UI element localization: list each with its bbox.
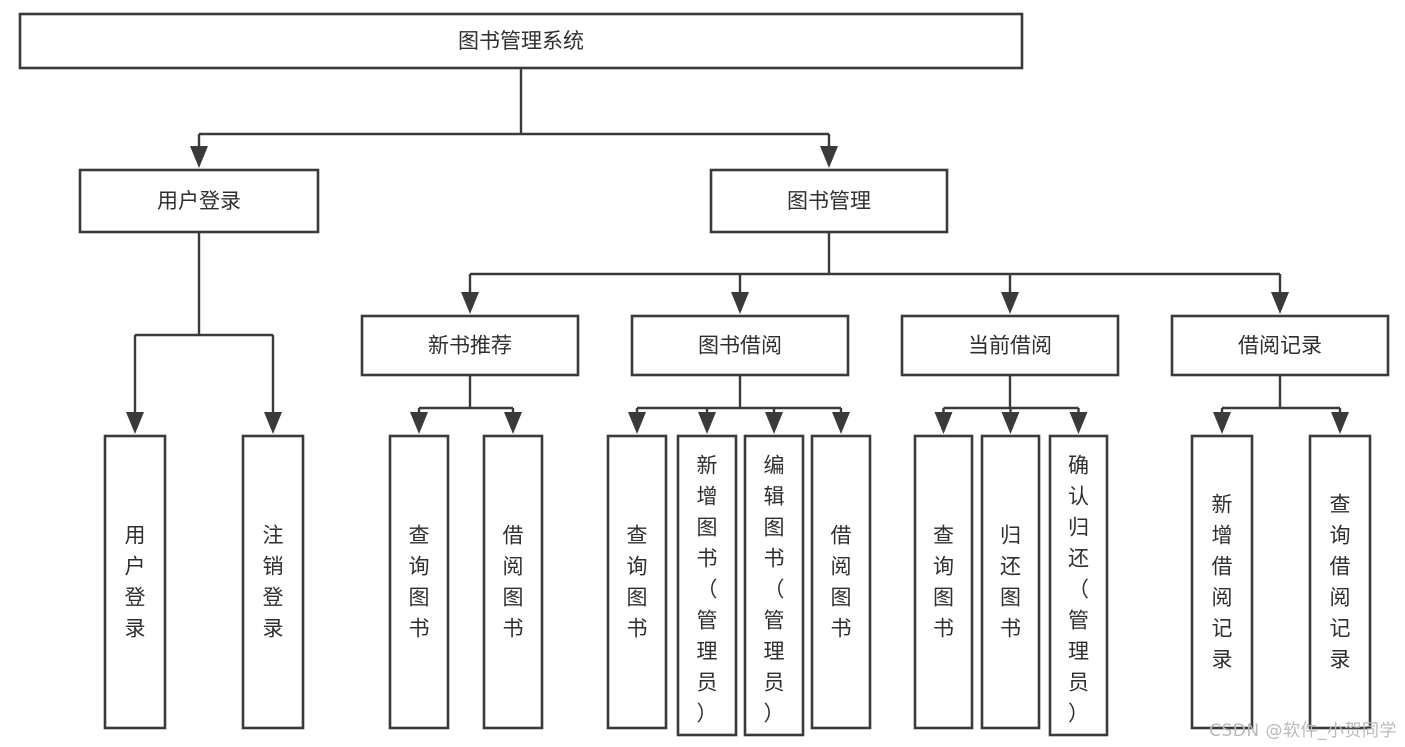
arrow-head-icon-current-borrow [1001,292,1019,314]
node-label-user-logout: 注销登录 [263,523,284,640]
arrow-head-icon-user-logout [264,412,282,434]
node-box-user-login-do [103,434,167,730]
node-add-book-admin[interactable]: 新增图书（管理员） [676,434,738,737]
node-label-current-borrow: 当前借阅 [968,334,1052,358]
node-box-query-book-1 [388,434,450,730]
arrow-head-icon-user-login-do [126,412,144,434]
arrow-head-icon-borrow-book-1 [504,412,522,434]
node-box-current-borrow [900,314,1120,377]
node-box-return-book [980,434,1041,730]
node-box-user-login [78,168,320,234]
node-root[interactable]: 图书管理系统 [18,12,1024,70]
arrow-head-icon-query-book-3 [934,412,953,434]
node-box-edit-book-admin [743,434,805,737]
arrow-head-icon-book-borrow [731,292,749,314]
node-label-query-book-1: 查询图书 [409,523,430,640]
node-borrow-record[interactable]: 借阅记录 [1170,314,1390,377]
arrow-head-icon-return-book [1001,412,1020,434]
node-box-query-book-2 [606,434,668,730]
node-box-book-borrow [630,314,850,377]
arrow-head-icon-query-book-1 [410,412,428,434]
node-user-logout[interactable]: 注销登录 [241,434,305,730]
node-box-root [18,12,1024,70]
arrow-head-icon-borrow-record [1271,292,1289,314]
node-box-query-borrow-record [1308,434,1372,730]
node-user-login-do[interactable]: 用户登录 [103,434,167,730]
arrow-head-icon-new-book-recommend [461,292,479,314]
node-book-manage[interactable]: 图书管理 [709,168,949,234]
node-query-book-2[interactable]: 查询图书 [606,434,668,730]
node-box-query-book-3 [913,434,974,730]
arrow-head-icon-borrow-book-2 [832,412,850,434]
node-book-borrow[interactable]: 图书借阅 [630,314,850,377]
node-query-borrow-record[interactable]: 查询借阅记录 [1308,434,1372,730]
arrow-head-icon-add-book-admin [698,412,716,434]
node-label-return-book: 归还图书 [1000,523,1021,640]
node-label-edit-book-admin: 编辑图书（管理员） [764,453,785,725]
node-new-book-recommend[interactable]: 新书推荐 [360,314,580,377]
node-borrow-book-1[interactable]: 借阅图书 [482,434,544,730]
arrow-head-icon-user-login [190,146,208,168]
node-label-user-login: 用户登录 [157,189,241,213]
node-label-user-login-do: 用户登录 [125,523,146,640]
node-label-query-book-2: 查询图书 [627,523,648,640]
node-label-root: 图书管理系统 [458,29,584,53]
arrow-head-icon-query-borrow-record [1331,412,1349,434]
arrow-head-icon-edit-book-admin [765,412,783,434]
node-box-borrow-book-2 [810,434,872,730]
node-box-add-book-admin [676,434,738,737]
node-box-new-book-recommend [360,314,580,377]
node-borrow-book-2[interactable]: 借阅图书 [810,434,872,730]
node-label-add-borrow-record: 新增借阅记录 [1212,492,1233,671]
node-user-login[interactable]: 用户登录 [78,168,320,234]
node-query-book-1[interactable]: 查询图书 [388,434,450,730]
node-box-confirm-return-admin [1048,434,1109,737]
node-box-add-borrow-record [1190,434,1254,730]
node-label-confirm-return-admin: 确认归还（管理员） [1068,453,1089,725]
arrow-head-icon-confirm-return-admin [1069,412,1088,434]
node-add-borrow-record[interactable]: 新增借阅记录 [1190,434,1254,730]
arrow-head-icon-add-borrow-record [1213,412,1231,434]
node-label-new-book-recommend: 新书推荐 [428,334,512,358]
node-label-query-book-3: 查询图书 [933,523,954,640]
node-return-book[interactable]: 归还图书 [980,434,1041,730]
node-label-book-manage: 图书管理 [787,189,871,213]
node-current-borrow[interactable]: 当前借阅 [900,314,1120,377]
node-query-book-3[interactable]: 查询图书 [913,434,974,730]
node-label-query-borrow-record: 查询借阅记录 [1330,492,1351,671]
node-confirm-return-admin[interactable]: 确认归还（管理员） [1048,434,1109,737]
node-box-user-logout [241,434,305,730]
node-box-borrow-book-1 [482,434,544,730]
node-label-borrow-book-1: 借阅图书 [503,523,524,640]
node-label-book-borrow: 图书借阅 [698,334,782,358]
node-label-borrow-book-2: 借阅图书 [831,523,852,640]
node-edit-book-admin[interactable]: 编辑图书（管理员） [743,434,805,737]
node-label-add-book-admin: 新增图书（管理员） [697,453,718,725]
arrow-head-icon-book-manage [820,146,838,168]
node-box-borrow-record [1170,314,1390,377]
node-box-book-manage [709,168,949,234]
node-label-borrow-record: 借阅记录 [1238,334,1322,358]
arrow-head-icon-query-book-2 [628,412,646,434]
